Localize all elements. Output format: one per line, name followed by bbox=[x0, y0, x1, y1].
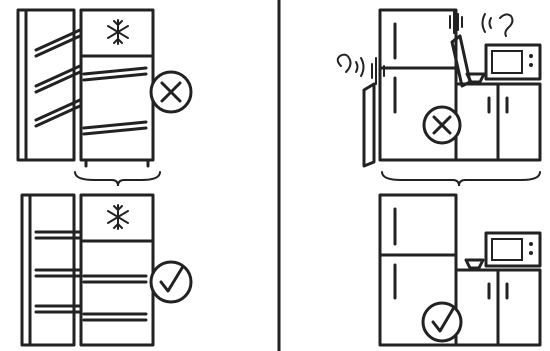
sound-wave-icon bbox=[371, 57, 385, 85]
ear-icon bbox=[336, 53, 365, 77]
cross-icon bbox=[149, 70, 193, 114]
open-door-misaligned bbox=[16, 8, 148, 162]
panel-door-misaligned bbox=[16, 8, 193, 187]
panel-door-aligned bbox=[20, 193, 193, 347]
kitchen-counter bbox=[454, 82, 542, 162]
panel-noisy-kitchen bbox=[336, 8, 542, 187]
open-door-left bbox=[362, 82, 376, 168]
sound-wave-icon bbox=[449, 10, 463, 34]
check-icon bbox=[149, 260, 193, 304]
kitchen-counter bbox=[454, 268, 542, 347]
snowflake-icon bbox=[107, 19, 129, 45]
ear-icon bbox=[481, 13, 514, 37]
snowflake-icon bbox=[107, 204, 129, 230]
brace-connector bbox=[381, 171, 541, 187]
panel-quiet-kitchen bbox=[378, 193, 542, 347]
microwave-icon bbox=[484, 231, 542, 268]
cup-icon bbox=[464, 258, 485, 270]
cup-icon bbox=[465, 72, 486, 84]
cross-icon bbox=[422, 105, 462, 145]
microwave-icon bbox=[484, 43, 542, 81]
open-door-aligned bbox=[20, 193, 148, 347]
brace-connector bbox=[74, 171, 161, 187]
check-icon bbox=[421, 301, 463, 343]
